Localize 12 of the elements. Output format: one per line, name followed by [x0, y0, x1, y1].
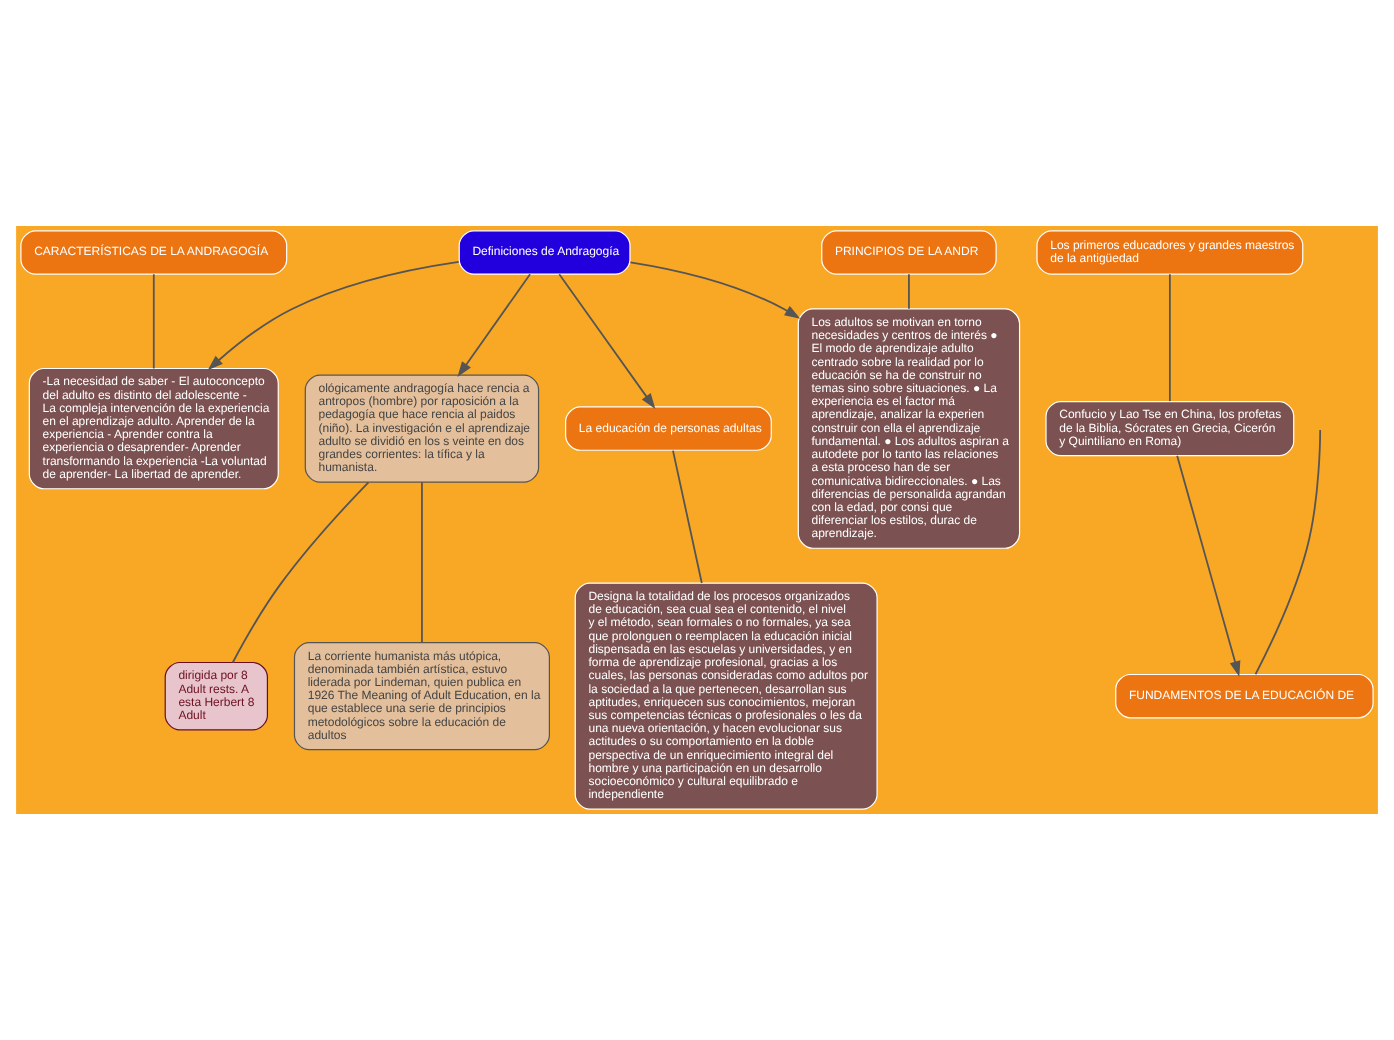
arrow — [457, 273, 531, 378]
arrow — [558, 273, 656, 410]
connector — [1168, 273, 1171, 403]
connector — [231, 481, 370, 664]
arrow — [207, 260, 460, 371]
connector — [672, 449, 703, 584]
arrow — [629, 261, 801, 319]
connector — [152, 273, 155, 370]
arrow — [1176, 454, 1241, 677]
connector — [421, 481, 423, 644]
connector — [908, 273, 910, 310]
connector — [1254, 429, 1322, 676]
